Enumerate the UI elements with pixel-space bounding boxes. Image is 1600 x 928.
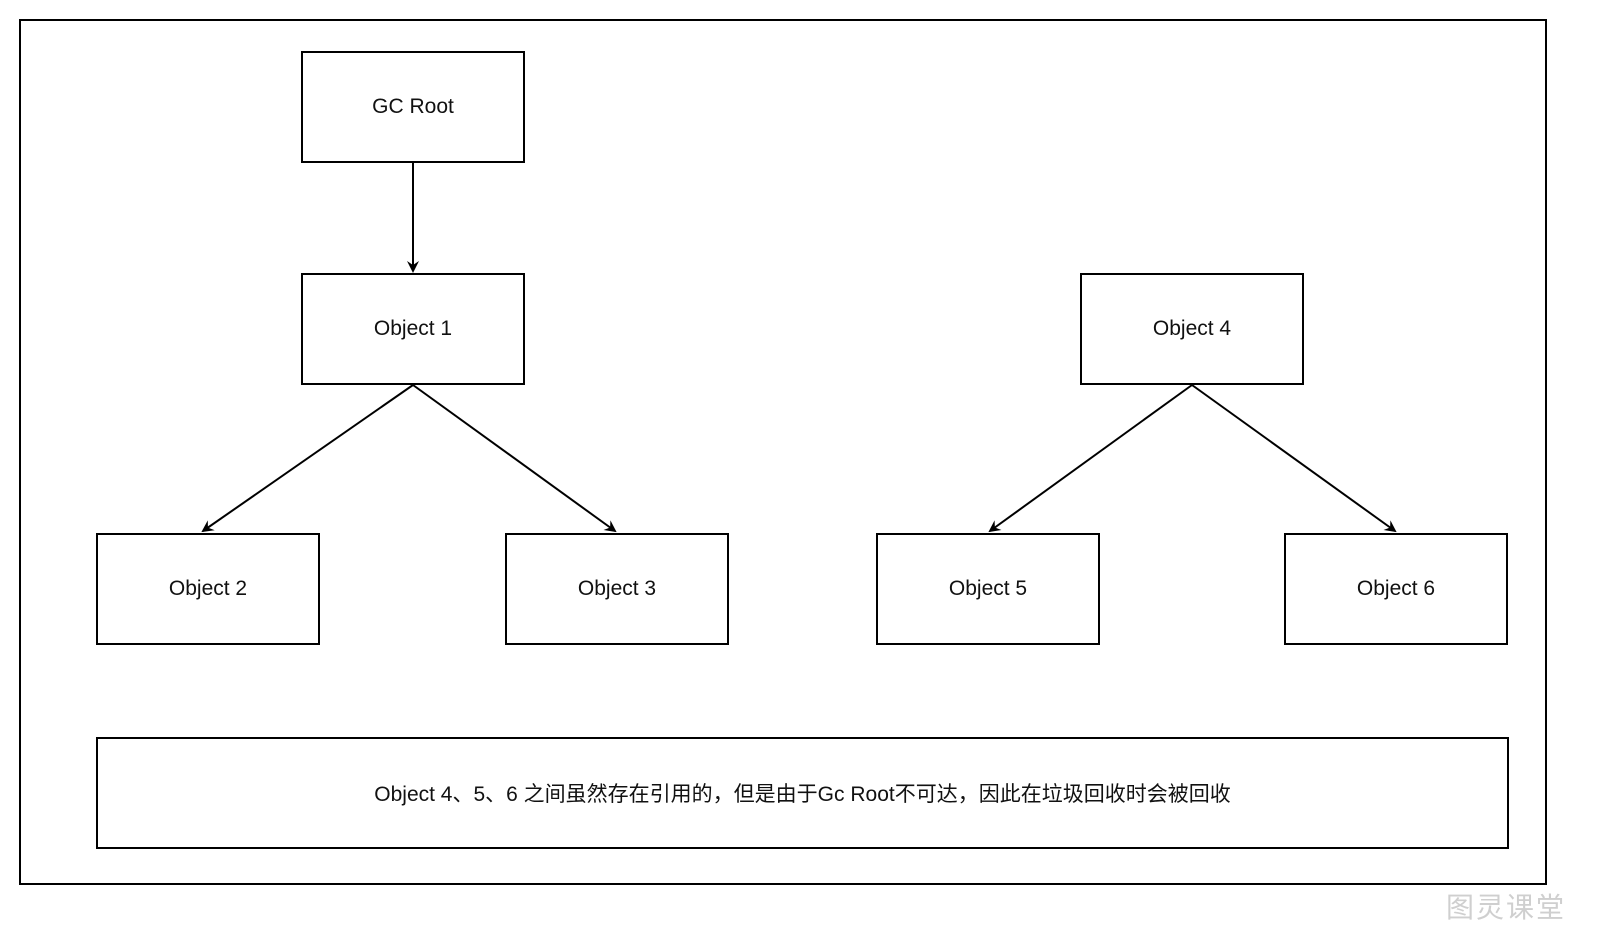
note-box: Object 4、5、6 之间虽然存在引用的，但是由于Gc Root不可达，因此… — [96, 737, 1509, 849]
node-object-2: Object 2 — [96, 533, 320, 645]
edge-object4-to-object5 — [988, 384, 1193, 533]
node-object-6-label: Object 6 — [1356, 577, 1436, 600]
edge-object1-to-object2 — [201, 384, 414, 533]
node-object-4: Object 4 — [1080, 273, 1304, 385]
node-object-4-label: Object 4 — [1152, 317, 1232, 340]
node-object-6: Object 6 — [1284, 533, 1508, 645]
node-gc-root: GC Root — [301, 51, 525, 163]
node-object-3-label: Object 3 — [577, 577, 657, 600]
diagram-frame — [19, 19, 1547, 885]
node-object-1: Object 1 — [301, 273, 525, 385]
node-gc-root-label: GC Root — [372, 95, 454, 118]
node-object-2-label: Object 2 — [168, 577, 248, 600]
edge-object1-to-object3 — [412, 384, 617, 533]
note-text: Object 4、5、6 之间虽然存在引用的，但是由于Gc Root不可达，因此… — [374, 783, 1231, 806]
node-object-5-label: Object 5 — [948, 577, 1028, 600]
node-object-3: Object 3 — [505, 533, 729, 645]
watermark-logo: 图灵课堂 — [1445, 892, 1566, 923]
node-object-5: Object 5 — [876, 533, 1100, 645]
edge-object4-to-object6 — [1191, 384, 1397, 533]
node-object-1-label: Object 1 — [373, 317, 453, 340]
